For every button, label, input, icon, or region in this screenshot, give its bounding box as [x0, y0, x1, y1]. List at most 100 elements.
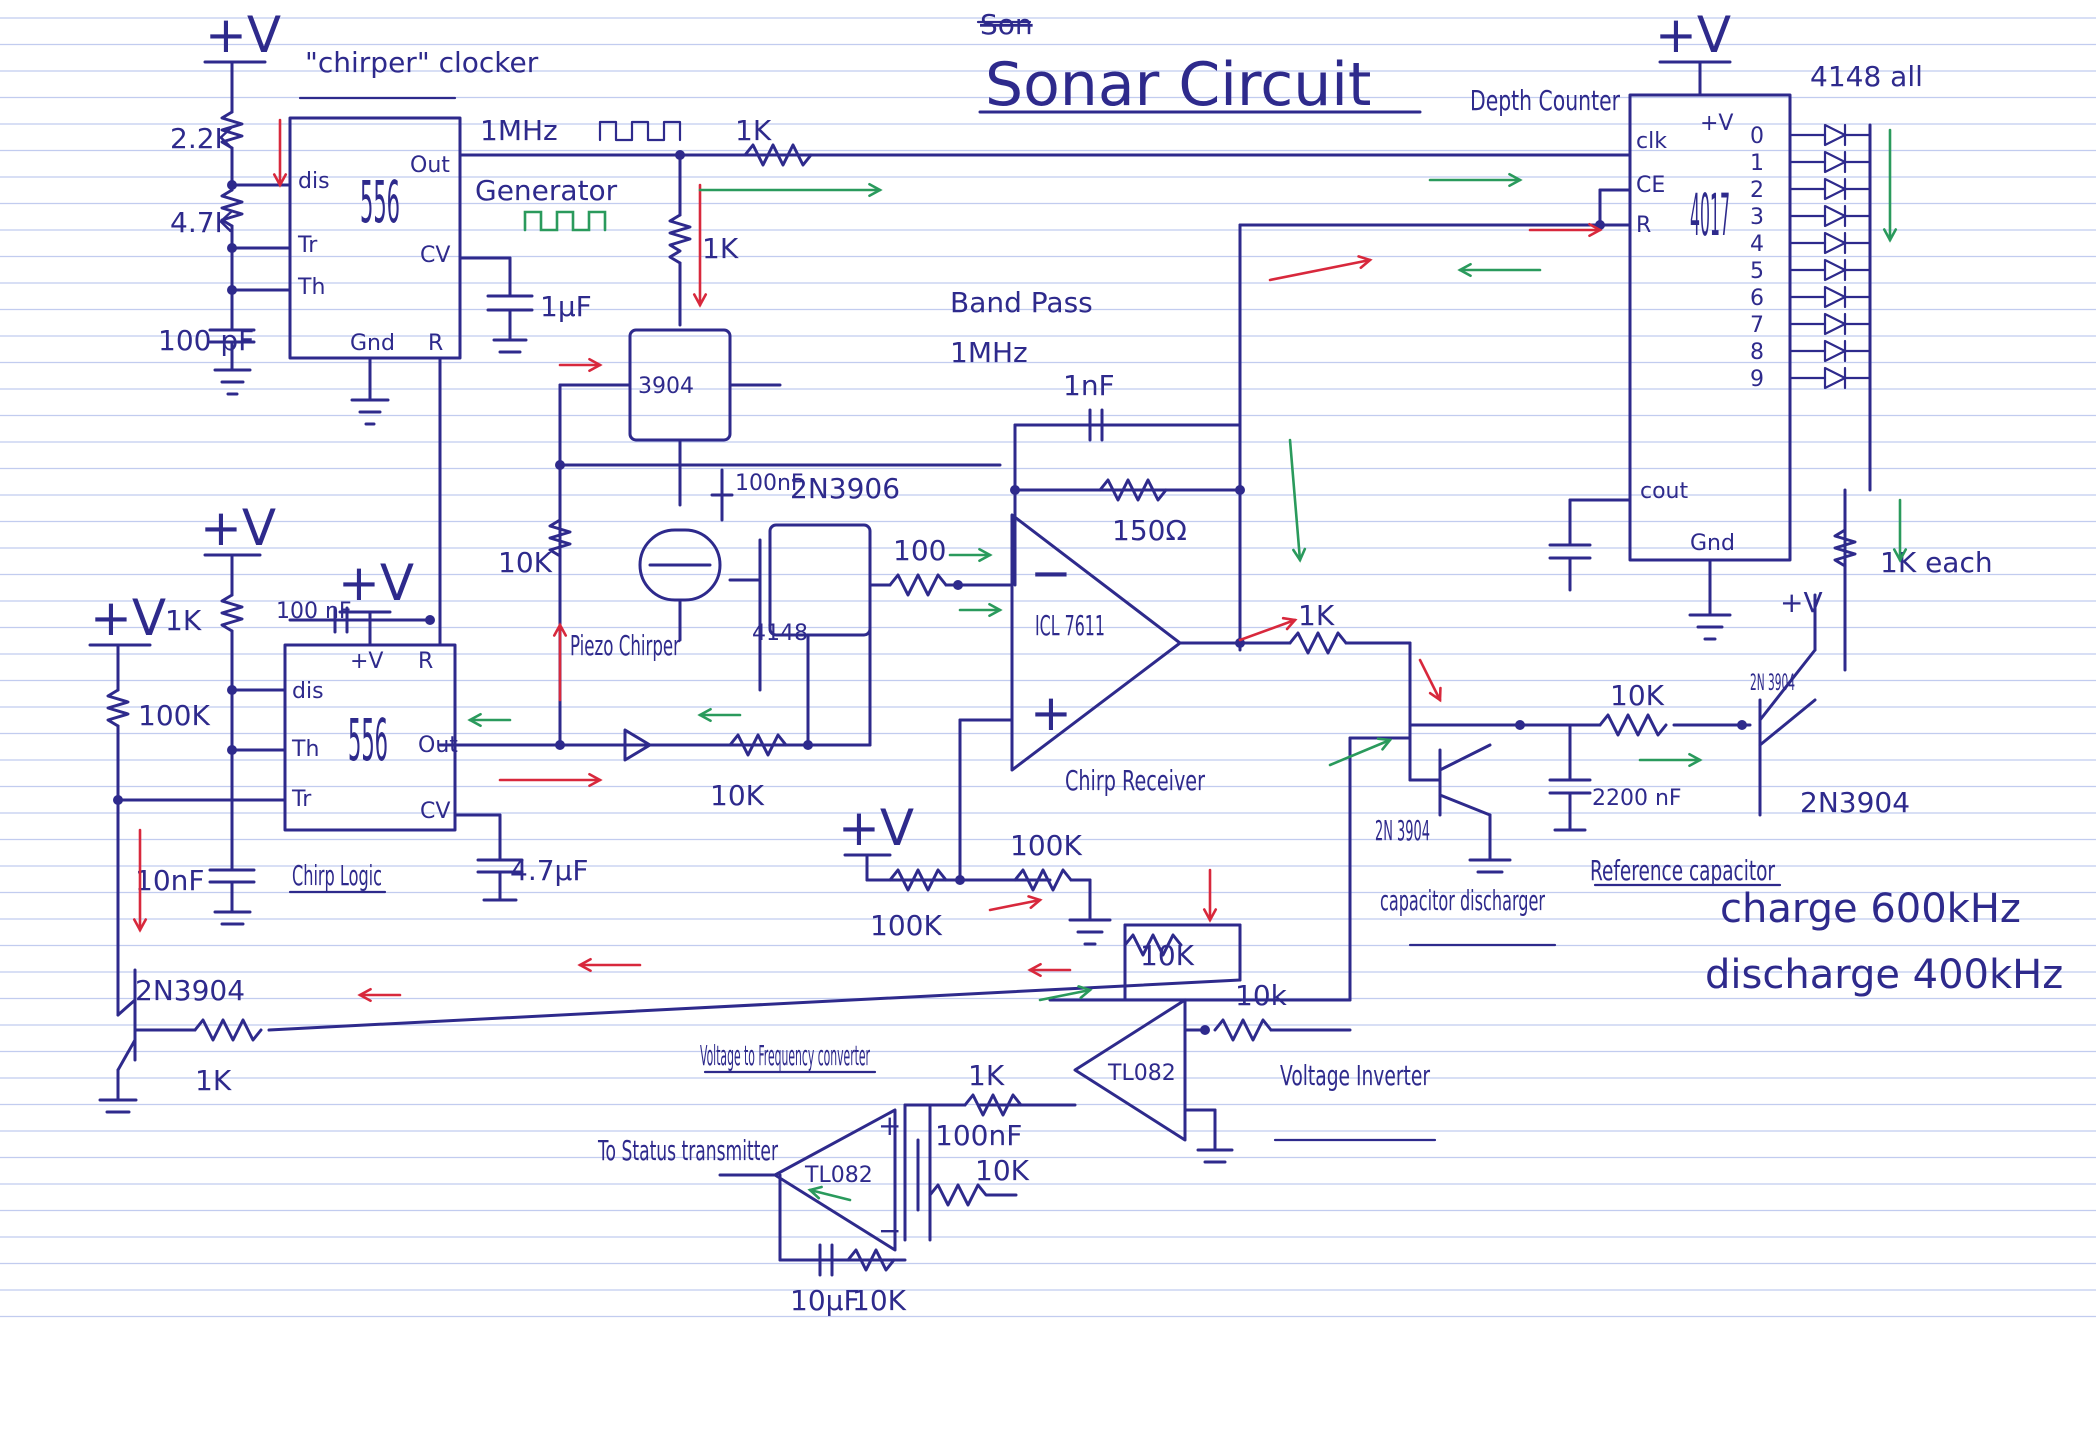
flow-arrowhead [1357, 255, 1373, 270]
vfc-label: Voltage to Frequency converter [700, 1039, 870, 1072]
flow-arrow [988, 898, 1042, 912]
flow-arrowhead [1077, 985, 1093, 1000]
vfc-output-label: To Status transmitter [597, 1134, 778, 1167]
one-k-resistor [1833, 528, 1857, 568]
svg-text:2200 nF: 2200 nF [1592, 786, 1682, 811]
voltage-inverter: 10K 10k TL082 Voltage Inverter [1048, 923, 1437, 1164]
flow-arrow [1418, 658, 1442, 702]
flow-arrow [1268, 258, 1372, 282]
svg-text:100nF: 100nF [935, 1119, 1022, 1152]
flow-arrowhead [1688, 752, 1703, 768]
svg-text:clk: clk [1636, 129, 1667, 154]
svg-text:+V: +V [838, 799, 914, 857]
counter-output-label: 7 [1750, 313, 1764, 338]
counter-output-label: 3 [1750, 205, 1764, 230]
flow-arrowhead [868, 182, 883, 198]
svg-text:4148 all: 4148 all [1810, 60, 1923, 93]
counter-output-label: 2 [1750, 178, 1764, 203]
depth-counter: +V Depth Counter 4017 clk CE R +V cout G… [1238, 6, 1993, 672]
svg-text:R: R [428, 331, 443, 356]
reference-label: Reference capacitor [1590, 854, 1775, 887]
flow-arrowhead [132, 918, 148, 933]
flow-arrowhead [552, 622, 568, 637]
diode-symbol [1823, 204, 1847, 228]
flow-arrowhead [978, 547, 993, 563]
svg-text:+V: +V [338, 554, 414, 612]
svg-text:4.7K: 4.7K [170, 206, 234, 239]
flow-arrowhead [577, 957, 592, 973]
svg-text:1MHz: 1MHz [950, 336, 1028, 369]
flow-arrowhead [272, 173, 288, 188]
svg-text:Th: Th [297, 275, 325, 300]
generator: 1MHz Generator 1K 1K [458, 114, 1632, 327]
svg-text:1K: 1K [968, 1059, 1005, 1092]
counter-output-label: 1 [1750, 151, 1764, 176]
voltage-to-frequency: 1K 100nF 10K TL082 + − 10µF 10K To Statu… [597, 1039, 1077, 1317]
svg-text:100 nF: 100 nF [276, 599, 352, 624]
flow-arrow [1328, 738, 1392, 767]
paper-rules [0, 17, 2096, 1318]
svg-text:2N3904: 2N3904 [1800, 786, 1910, 819]
flow-arrowhead [588, 357, 603, 373]
svg-text:Out: Out [418, 733, 458, 758]
svg-text:556: 556 [360, 168, 400, 236]
svg-text:CV: CV [420, 799, 450, 824]
svg-text:CV: CV [420, 243, 450, 268]
svg-text:1K: 1K [195, 1064, 232, 1097]
svg-text:1K: 1K [735, 114, 772, 147]
svg-text:100K: 100K [870, 909, 942, 942]
flow-arrowhead [1027, 962, 1042, 978]
voltage-inverter-label: Voltage Inverter [1280, 1059, 1430, 1092]
charge-note: charge 600kHz [1720, 886, 2021, 932]
svg-text:100: 100 [893, 534, 946, 567]
svg-text:−: − [1030, 544, 1072, 602]
flow-arrowhead [467, 712, 482, 728]
svg-text:100K: 100K [138, 699, 210, 732]
page-title: Sonar Circuit [985, 50, 1371, 120]
svg-text:Th: Th [291, 737, 319, 762]
svg-text:Gnd: Gnd [350, 331, 395, 356]
flow-arrowhead [1376, 737, 1393, 751]
chirp-logic: +V 1K 10nF 556 dis Th Tr +V R Out CV Chi… [88, 499, 1242, 1114]
title-strike: Son [980, 8, 1033, 41]
svg-text:4.7µF: 4.7µF [510, 854, 588, 887]
flow-arrowhead [1892, 548, 1908, 563]
svg-text:10K: 10K [710, 779, 765, 812]
svg-text:+: + [1030, 684, 1072, 742]
svg-text:−: − [878, 1214, 901, 1247]
svg-text:2N3906: 2N3906 [790, 472, 900, 505]
svg-text:+V: +V [1700, 111, 1733, 136]
diode-symbol [1823, 339, 1847, 363]
flow-arrow [1238, 618, 1297, 642]
flow-arrowhead [1027, 895, 1043, 910]
diode-symbol [1823, 312, 1847, 336]
flow-arrowhead [588, 772, 603, 788]
svg-text:TL082: TL082 [1107, 1061, 1176, 1086]
counter-output-label: 0 [1750, 124, 1764, 149]
svg-text:10k: 10k [1235, 979, 1288, 1012]
svg-text:1K: 1K [702, 232, 739, 265]
svg-text:+V: +V [350, 649, 383, 674]
flow-arrowhead [1281, 616, 1298, 631]
svg-text:10nF: 10nF [135, 864, 204, 897]
counter-output-label: 5 [1750, 259, 1764, 284]
svg-text:CE: CE [1636, 173, 1665, 198]
depth-counter-name: Depth Counter [1470, 84, 1620, 117]
discharger-reference: 2N 3904 capacitor discharger 2200 nF 10K… [1348, 586, 2063, 1002]
svg-text:100nF: 100nF [735, 471, 804, 496]
counter-output-label: 6 [1750, 286, 1764, 311]
svg-text:10K: 10K [1140, 939, 1195, 972]
svg-text:10K: 10K [975, 1154, 1030, 1187]
counter-output-label: 8 [1750, 340, 1764, 365]
diode-symbol [1823, 177, 1847, 201]
band-pass-filter: Band Pass 1MHz 1nF 150Ω ICL 7611 − + Chi… [838, 286, 1412, 946]
flow-arrowhead [1508, 172, 1523, 188]
driver-stage: 3904 10K Piezo Chirper 100nF 4148 2N3906… [438, 328, 1012, 812]
svg-text:+V: +V [1655, 6, 1731, 64]
svg-text:dis: dis [298, 169, 330, 194]
piezo-label: Piezo Chirper [570, 629, 680, 662]
svg-text:150Ω: 150Ω [1112, 514, 1187, 547]
flow-arrowhead [1292, 547, 1307, 563]
flow-arrow [1288, 438, 1302, 562]
